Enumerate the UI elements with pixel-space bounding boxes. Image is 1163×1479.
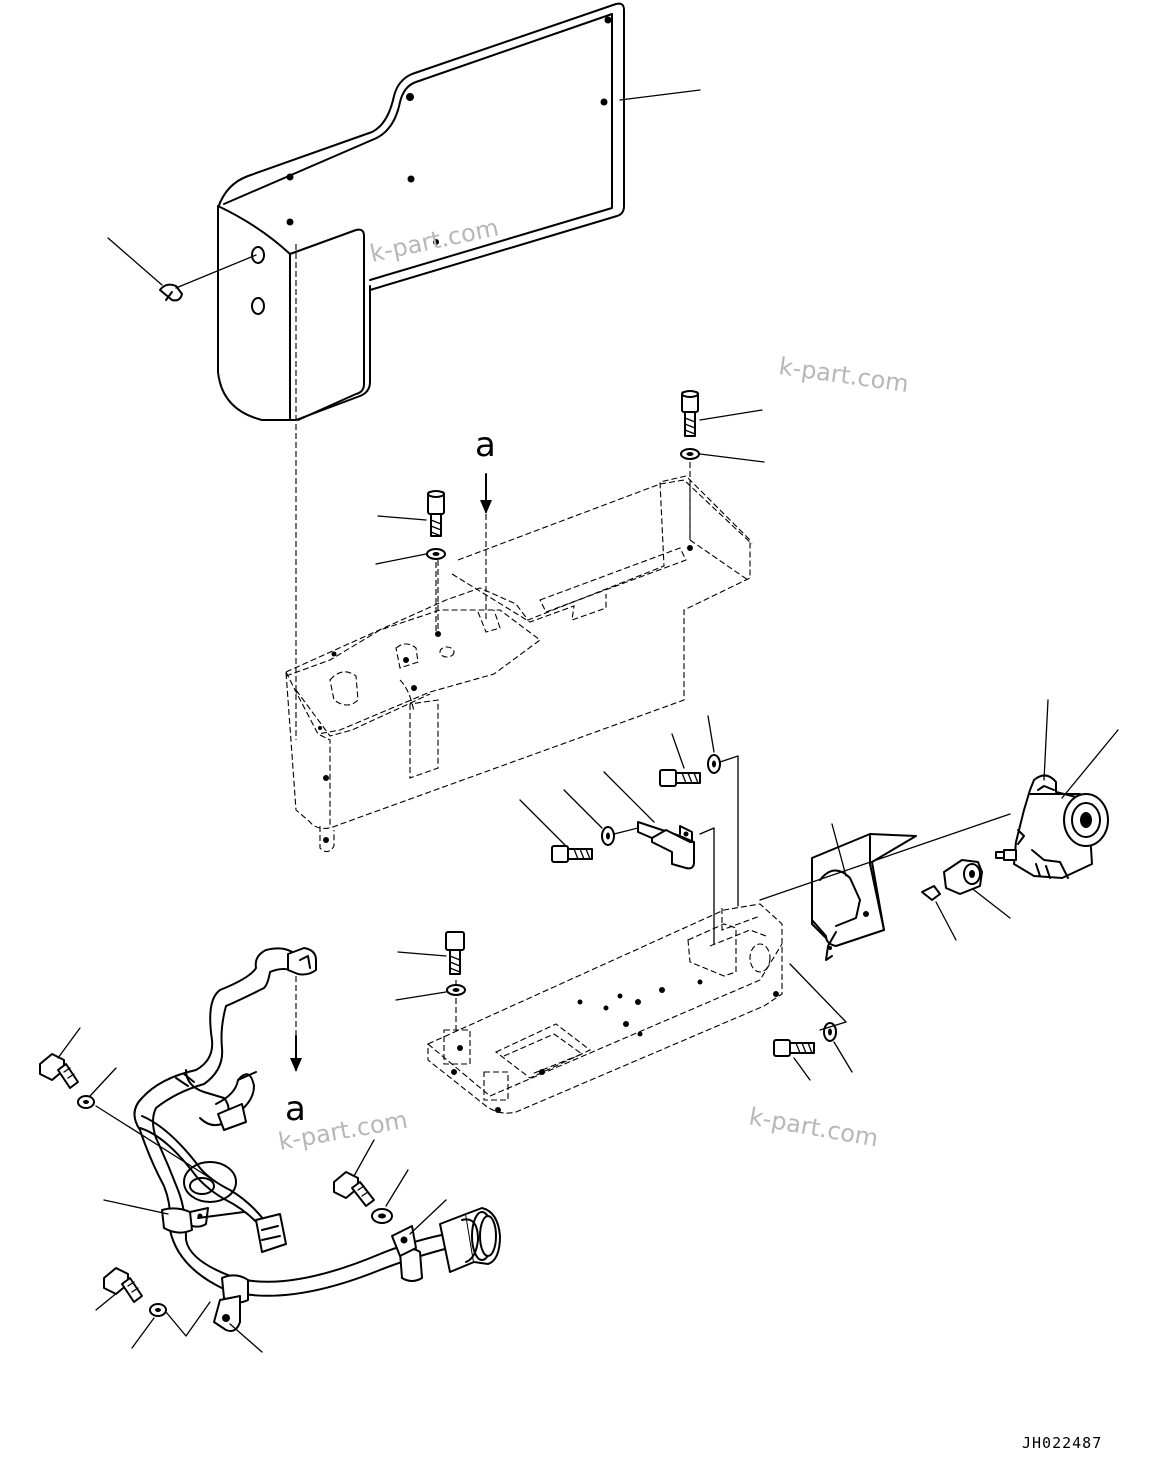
switch-nut	[943, 859, 983, 895]
plate-side-bolt	[773, 1039, 815, 1057]
console-bracket	[285, 475, 753, 853]
leader-plate-washer	[563, 789, 603, 829]
leader-key	[935, 901, 957, 941]
watermark-2: k-part.com	[777, 352, 910, 398]
leader-washer-right	[699, 453, 765, 463]
leader-harness-washer-ll	[131, 1317, 155, 1349]
leader-harness-washer-mid	[385, 1169, 409, 1207]
leader-plate-side-washer	[833, 1041, 853, 1073]
solenoid-switch	[995, 774, 1109, 879]
reference-mark-bottom: a	[285, 1089, 306, 1129]
plate-mount-bolt	[445, 931, 465, 975]
console-bolt-right	[681, 390, 699, 437]
leader-cover-plate	[603, 771, 655, 823]
leader-harness-bolt-ul	[57, 1027, 81, 1059]
leader-screw	[107, 237, 163, 286]
angle-bracket	[811, 833, 917, 961]
leader-nut	[973, 889, 1011, 919]
leader-switch-lower	[1061, 729, 1119, 799]
switch-alignment-line	[759, 813, 1011, 901]
console-bolt-left	[427, 490, 445, 537]
leader-angle-bracket	[831, 823, 847, 877]
leader-washer-upper	[707, 715, 715, 753]
leader-plate-mount-washer	[395, 991, 447, 1001]
reference-mark-top: a	[475, 425, 496, 465]
switch-key	[921, 885, 941, 901]
drawing-code: JH022487	[1022, 1434, 1102, 1452]
harness-bolt-middle	[333, 1171, 375, 1207]
leader-plate-side-bolt	[793, 1057, 811, 1081]
wiring-harness	[133, 947, 501, 1332]
plate-bolt	[551, 845, 593, 863]
leader-harness-bolt-ll	[95, 1291, 119, 1311]
leader-switch-upper	[1043, 699, 1049, 781]
reference-arrow-bottom: a	[285, 976, 306, 1129]
leader-washer-left	[375, 553, 427, 565]
console-cover-panel	[217, 2, 625, 421]
leader-clip-upper	[103, 1199, 169, 1215]
leader-cover	[619, 89, 701, 101]
mounting-plate	[427, 903, 783, 1114]
leader-clip-lower	[229, 1323, 263, 1353]
leader-plate-mount-bolt	[397, 951, 447, 957]
harness-bolt-lower-left	[103, 1267, 143, 1303]
leader-harness-washer-ul	[89, 1067, 117, 1097]
reference-arrow-top: a	[475, 425, 496, 620]
leader-harness-bolt-mid	[353, 1139, 375, 1177]
leader-bolt-left	[377, 515, 427, 521]
small-cover-plate	[637, 821, 695, 870]
leader-bolt-upper	[671, 733, 685, 769]
leader-bolt-right	[699, 409, 763, 421]
bracket-bolt-upper	[659, 769, 701, 787]
watermark-4: k-part.com	[747, 1102, 881, 1152]
cover-screw	[159, 254, 257, 302]
harness-bolt-upper-left	[39, 1053, 79, 1089]
leader-clip-right	[409, 1199, 447, 1235]
leader-plate-bolt	[519, 799, 567, 847]
